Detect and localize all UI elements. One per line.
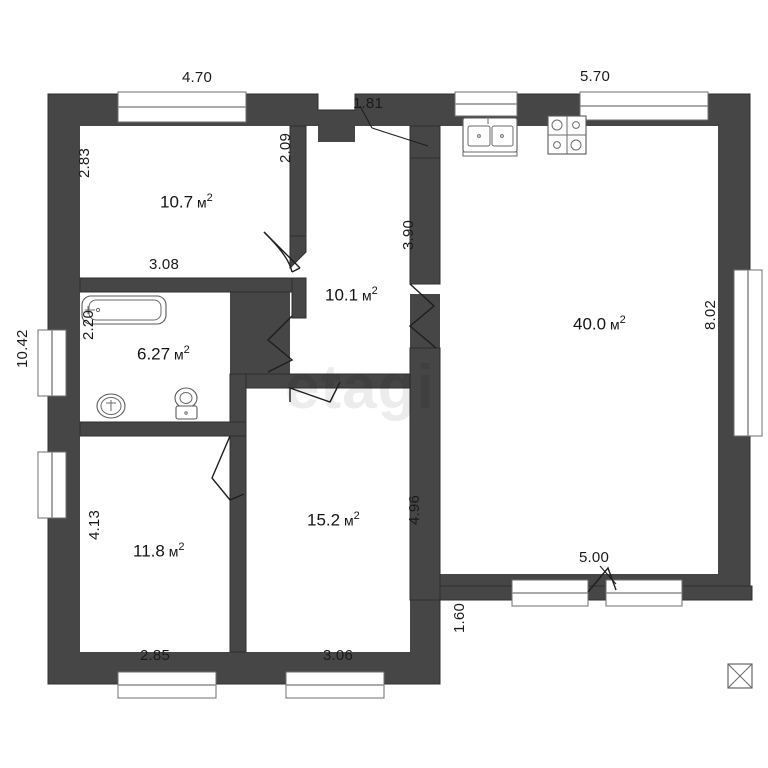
toilet-icon <box>174 387 198 420</box>
wall-bathroom-east <box>229 373 247 423</box>
room-void-bedroom-top-left <box>80 126 290 278</box>
room-area-unit: м <box>361 287 372 304</box>
window-west-upper <box>37 329 67 397</box>
dimension-bedroom-bl-bottom: 2.85 <box>140 647 170 664</box>
dimension-bedroom-bl-height: 4.13 <box>86 510 103 540</box>
window-kitchen-a <box>454 91 518 117</box>
room-area-bathroom: 6.27 м2 <box>137 344 190 365</box>
wall-between-bottom-bedrooms <box>229 435 247 653</box>
room-area-corridor: 10.1 м2 <box>325 285 378 306</box>
room-area-unit: м <box>173 346 184 363</box>
kitchen-sink-icon <box>462 117 518 157</box>
room-area-bedroom-bottom-mid: 15.2 м2 <box>307 510 360 531</box>
wall-living-west-lower <box>409 347 441 601</box>
window-west-lower <box>37 451 67 519</box>
bathtub-icon <box>81 295 167 325</box>
room-area-exponent: 2 <box>178 541 185 553</box>
room-area-value: 6.27 <box>137 344 171 364</box>
room-area-unit: м <box>168 543 179 560</box>
dimension-overall-left: 10.42 <box>14 329 31 368</box>
window-top-left <box>117 91 247 123</box>
room-voids <box>80 126 750 684</box>
door-terrace-exit <box>511 566 683 607</box>
wall-corridor-south <box>245 373 411 389</box>
windows <box>37 91 763 699</box>
door-bedroom-bottom-mid <box>289 381 341 403</box>
dimension-bedroom-tl-bottom: 3.08 <box>149 256 179 273</box>
room-area-value: 11.8 <box>133 541 165 561</box>
room-area-exponent: 2 <box>371 285 378 297</box>
room-area-living-kitchen: 40.0 м2 <box>573 314 626 335</box>
room-area-exponent: 2 <box>206 192 213 204</box>
door-bedroom-top-left <box>263 231 301 273</box>
dimension-bedroom-tl-height: 2.83 <box>76 148 93 178</box>
dimension-top-left-overall: 4.70 <box>182 69 212 86</box>
room-area-exponent: 2 <box>353 510 360 522</box>
window-south-mid <box>285 671 385 699</box>
wall-bathroom-south <box>79 421 247 437</box>
leader-lines <box>359 105 617 585</box>
room-area-unit: м <box>343 512 354 529</box>
room-area-bedroom-bottom-left: 11.8 м2 <box>133 541 184 562</box>
door-bathroom <box>266 315 294 373</box>
door-living-entry <box>408 283 437 349</box>
room-area-value: 10.1 <box>325 285 359 305</box>
window-kitchen-b <box>579 91 709 121</box>
room-area-value: 15.2 <box>307 510 341 530</box>
room-void-corridor <box>290 126 410 374</box>
dimension-bedroom-tl-right: 2.09 <box>277 133 294 163</box>
room-area-value: 40.0 <box>573 314 607 334</box>
kitchen-stove-icon <box>547 115 587 155</box>
door-bedroom-bottom-left <box>211 435 245 501</box>
wall-terrace-north <box>439 585 753 601</box>
room-void-terrace <box>452 600 750 684</box>
room-area-unit: м <box>196 194 207 211</box>
dimension-top-right-overall: 5.70 <box>580 68 610 85</box>
dimension-bedroom-bm-right: 4.96 <box>406 495 423 525</box>
wall-corridor-stub-upper <box>291 277 307 319</box>
washbasin-icon <box>96 393 126 419</box>
dimension-bedroom-bm-bottom: 3.06 <box>323 647 353 664</box>
fixtures <box>81 115 753 689</box>
dimension-terrace-width: 5.00 <box>579 549 609 566</box>
room-void-bedroom-bottom-mid <box>244 388 410 652</box>
window-south-left <box>117 671 217 699</box>
dimension-corridor-height: 3.90 <box>400 220 417 250</box>
room-void-bedroom-bottom-left <box>80 436 230 652</box>
room-void-living-kitchen <box>440 126 718 574</box>
room-area-exponent: 2 <box>183 344 190 356</box>
door-swings <box>211 231 437 501</box>
room-area-unit: м <box>609 316 620 333</box>
dimension-bathroom-height: 2.20 <box>80 310 97 340</box>
dimension-niche-width: 1.81 <box>353 95 383 112</box>
room-area-bedroom-top-left: 10.7 м2 <box>160 192 213 213</box>
room-area-exponent: 2 <box>619 314 626 326</box>
dimension-living-right: 8.02 <box>702 300 719 330</box>
terrace-marker-icon <box>727 663 753 689</box>
wall-bedroom-tl-south <box>79 277 293 293</box>
window-living-east <box>733 269 763 437</box>
dimension-terrace-depth: 1.60 <box>451 603 468 633</box>
room-area-value: 10.7 <box>160 192 194 212</box>
